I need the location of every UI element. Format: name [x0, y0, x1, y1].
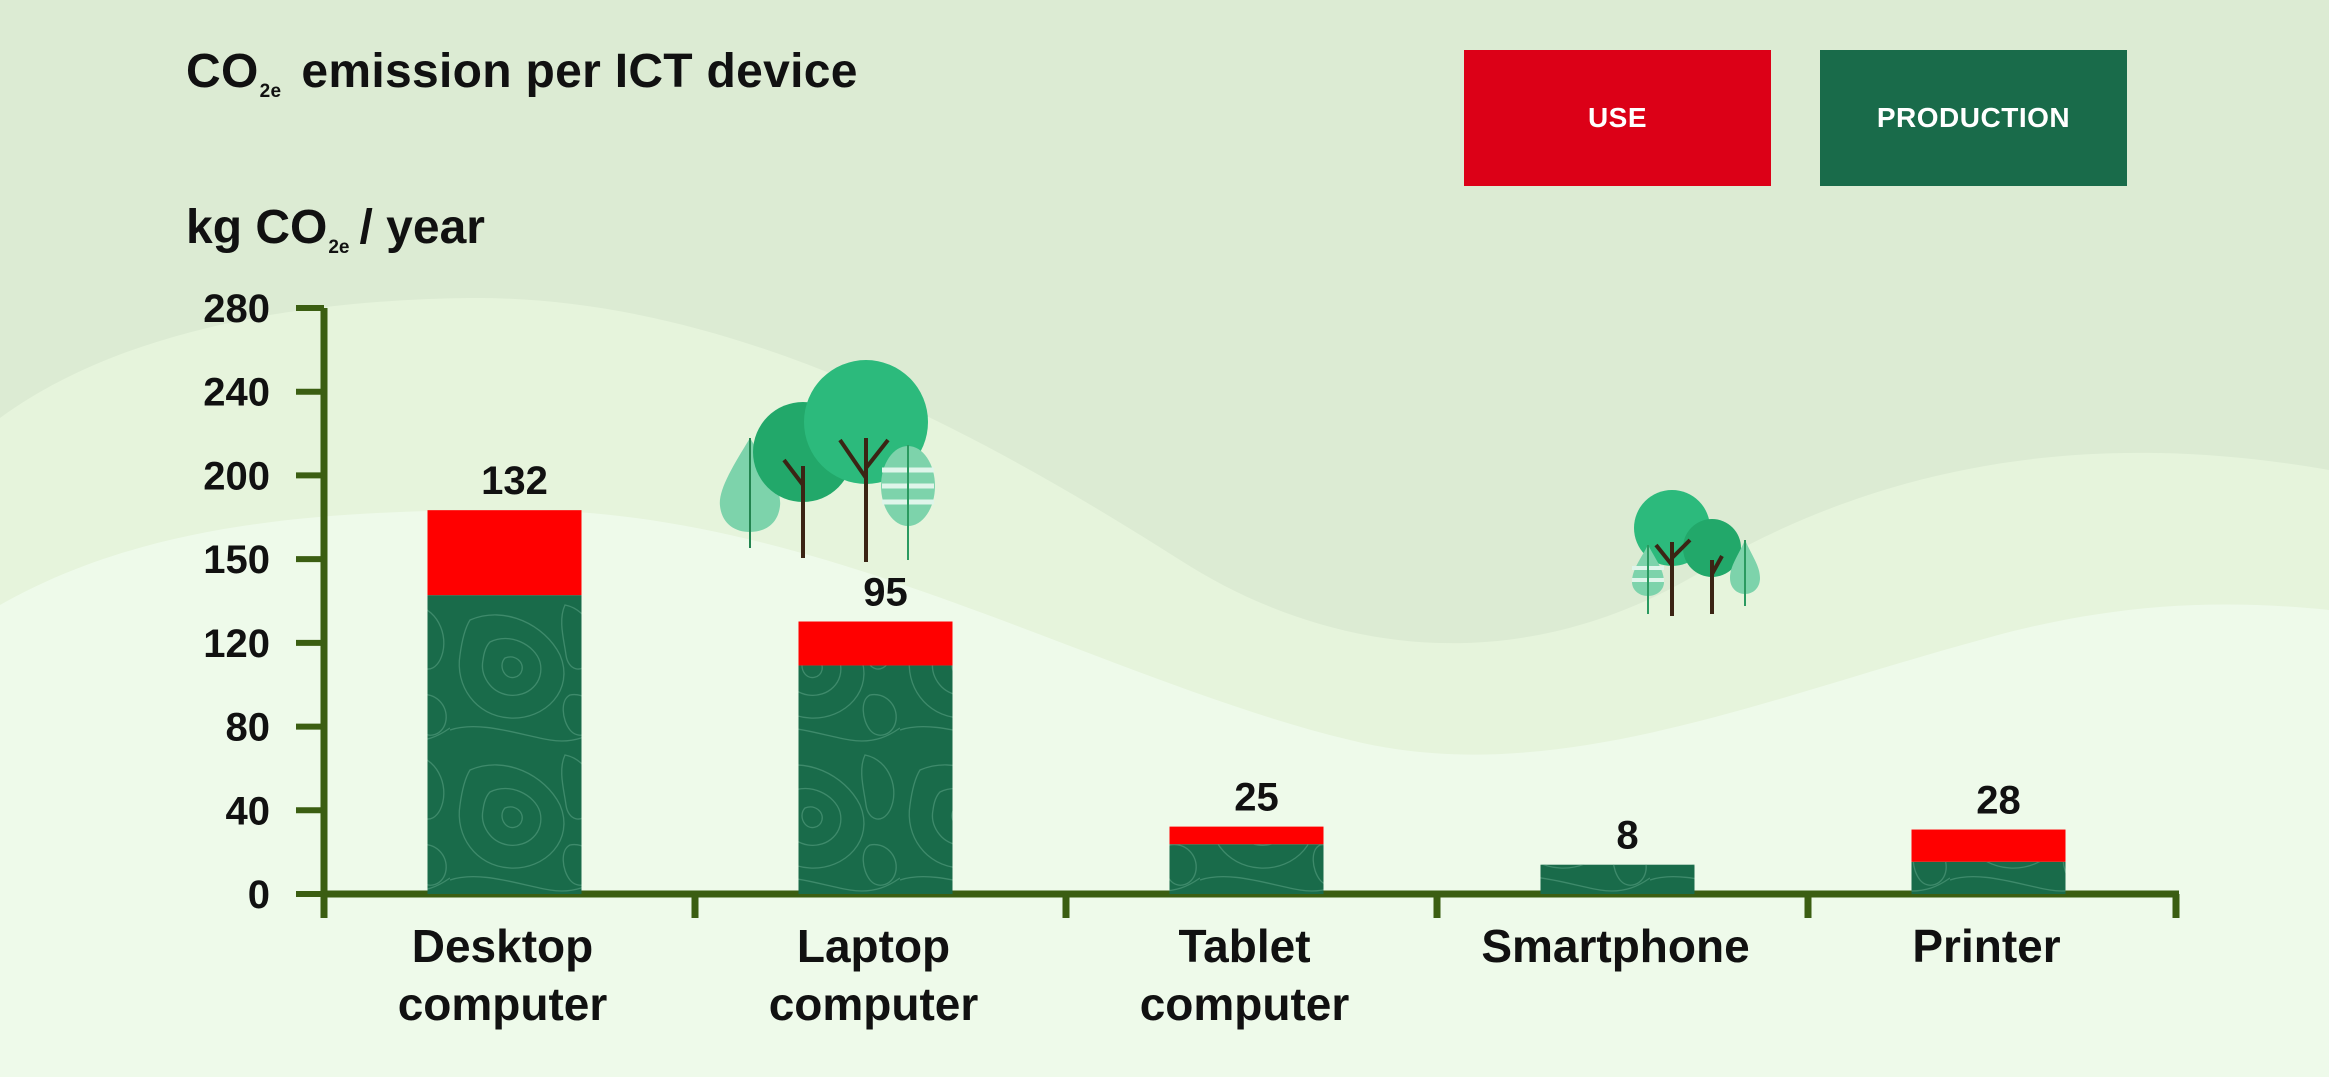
y-tick-label: 280 — [203, 287, 270, 331]
bar-total-label: 25 — [1234, 776, 1279, 820]
y-tick-label: 150 — [203, 538, 270, 582]
bar-total-label: 132 — [481, 459, 548, 503]
x-category-label: Tablet — [1178, 920, 1310, 972]
chart-title-prefix: CO — [186, 45, 259, 98]
chart-title-subscript: 2e — [259, 81, 282, 102]
y-tick-label: 200 — [203, 454, 270, 498]
y-tick-label: 0 — [248, 873, 270, 917]
legend-use-label: USE — [1587, 102, 1648, 133]
x-category-label: Printer — [1912, 920, 2060, 972]
x-category-label: Laptop — [797, 920, 950, 972]
bar-use — [1169, 826, 1324, 845]
bar-production-texture — [798, 665, 953, 894]
bar-use — [427, 510, 582, 596]
x-category-label: Smartphone — [1481, 920, 1749, 972]
bar-use — [798, 621, 953, 666]
legend-production: PRODUCTION — [1820, 50, 2127, 186]
legend-production-label: PRODUCTION — [1876, 102, 2071, 133]
y-tick-label: 80 — [226, 706, 271, 750]
legend-use: USE — [1464, 50, 1771, 186]
x-category-label: computer — [1140, 978, 1350, 1030]
bar-total-label: 28 — [1976, 779, 2021, 823]
y-axis-label-subscript: 2e — [328, 237, 350, 258]
tree-cluster-left — [719, 360, 935, 562]
bar-production-texture — [427, 595, 582, 894]
bar-production-texture — [1169, 844, 1324, 894]
chart-title-suffix: emission per ICT device — [301, 45, 858, 98]
bar-production-texture — [1911, 861, 2066, 894]
y-axis-label: kg CO2e / year — [186, 200, 485, 258]
y-axis-label-suffix: / year — [359, 201, 485, 254]
tree-cluster-right — [1632, 490, 1760, 616]
y-tick-label: 40 — [226, 789, 271, 833]
y-axis-label-prefix: kg CO — [186, 201, 328, 254]
y-tick-label: 240 — [203, 371, 270, 415]
bar-total-label: 8 — [1616, 814, 1638, 858]
bar-production-texture — [1540, 864, 1695, 894]
x-category-label: Desktop — [412, 920, 593, 972]
bar-use — [1911, 829, 2066, 862]
x-category-label: computer — [769, 978, 979, 1030]
background-hill-front — [0, 510, 2329, 1077]
y-tick-label: 120 — [203, 622, 270, 666]
chart-title: CO2e emission per ICT device — [186, 44, 858, 102]
x-category-label: computer — [398, 978, 608, 1030]
chart-bars — [427, 510, 2066, 894]
bar-total-label: 95 — [863, 571, 908, 615]
